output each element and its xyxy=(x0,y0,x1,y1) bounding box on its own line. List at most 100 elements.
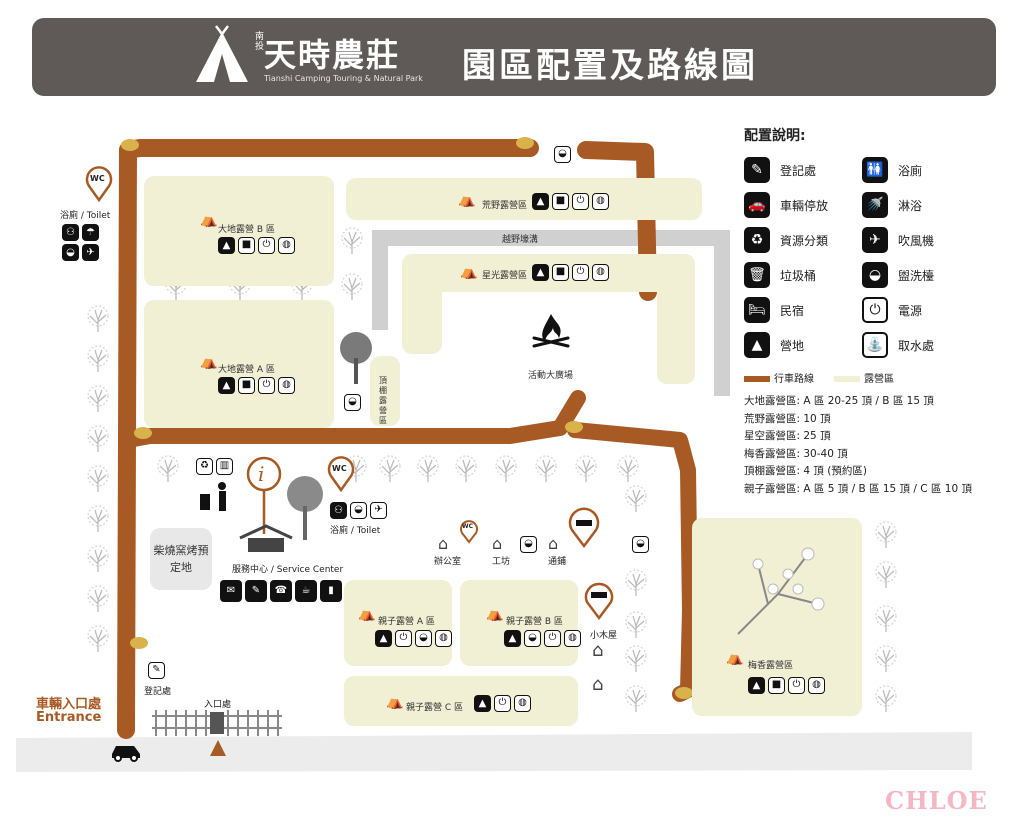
register-icon: ✎ xyxy=(148,662,165,679)
cabin-house-icon: ⌂ xyxy=(592,640,604,661)
camp-swatch xyxy=(834,376,860,382)
zone-huangye xyxy=(346,178,702,220)
logo-region: 南投 xyxy=(255,32,265,52)
restroom-icon: 🚻 xyxy=(862,157,888,183)
legend-item: ⏻電源 xyxy=(862,297,980,323)
power-icon: ⏻ xyxy=(572,193,589,210)
label-yueye: 越野壕溝 xyxy=(502,235,539,245)
entry-label: 入口處 xyxy=(204,700,232,710)
tent-icon: ▲ xyxy=(748,677,765,694)
capacity-line: 荒野露營區: 10 頂 xyxy=(744,412,831,425)
zone-dingpeng xyxy=(370,356,400,426)
power-icon: ⏻ xyxy=(572,264,589,281)
restroom-icon: ⚇ xyxy=(330,502,347,519)
road-right-top xyxy=(577,141,657,301)
cabin-label: 小木屋 xyxy=(590,631,618,641)
power-icon: ⏻ xyxy=(258,237,275,254)
label-qinzi-b: 親子露營 B 區 xyxy=(506,617,563,627)
tent-mark-dadi-b: ⛺ xyxy=(200,212,218,228)
store-label: 通鋪 xyxy=(548,557,567,567)
label-dadi-b: 大地露營 B 區 xyxy=(218,225,275,235)
water-icon: ◍ xyxy=(514,695,531,712)
info-icon: i xyxy=(258,462,265,486)
water-icon: ◍ xyxy=(278,377,295,394)
tree xyxy=(625,685,647,712)
gate-fence xyxy=(152,710,282,736)
legend-item-label: 吹風機 xyxy=(898,233,935,248)
power-icon: ⏻ xyxy=(258,377,275,394)
water-icon: ◍ xyxy=(564,630,581,647)
label-dingpeng: 頂棚露營區 xyxy=(379,376,387,425)
legend-item-label: 電源 xyxy=(898,303,923,318)
tent-icon: ▲ xyxy=(744,332,770,358)
tree-dark-icon xyxy=(340,332,372,384)
tree xyxy=(575,455,597,482)
tree xyxy=(535,455,557,482)
tree xyxy=(875,605,897,632)
legend-item: ✎登記處 xyxy=(744,157,862,183)
legend-item-label: 民宿 xyxy=(780,303,805,318)
legend-grid: ✎登記處🚻浴廁🚗車輛停放🚿淋浴♻資源分類✈吹風機🗑垃圾桶◒盥洗檯🛏民宿⏻電源▲營… xyxy=(744,157,1004,358)
legend-item-label: 取水處 xyxy=(898,338,935,353)
bed-icon: 🛏 xyxy=(744,297,770,323)
bed-pin-cabin xyxy=(584,582,614,620)
icons-recycle-trash: ♻▥ xyxy=(196,458,233,475)
tent-icon: ▲ xyxy=(375,630,392,647)
tree xyxy=(379,455,401,482)
tree xyxy=(341,227,363,254)
capacity-line: 頂棚露營區: 4 頂 (預約區) xyxy=(744,465,867,477)
phone-icon: ☎ xyxy=(270,580,292,602)
toilet-left-label: 浴廁 / Toilet xyxy=(60,211,111,221)
power-icon: ⏻ xyxy=(395,630,412,647)
legend-item: ◒盥洗檯 xyxy=(862,262,980,288)
label-qinzi-c: 親子露營 C 區 xyxy=(406,703,464,713)
hairdryer-icon: ✈ xyxy=(862,227,888,253)
sink-icon: ◒ xyxy=(862,262,888,288)
tent-mark-huangye: ⛺ xyxy=(458,192,476,208)
zone-dadi-b xyxy=(144,176,334,286)
icons-qinzi-c: ▲⏻◍ xyxy=(474,695,531,712)
sink-icon: ◒ xyxy=(62,244,79,261)
legend-item: 🚿淋浴 xyxy=(862,192,980,218)
entry-arrow-icon xyxy=(210,740,226,756)
legend-item-label: 浴廁 xyxy=(898,163,923,178)
legend-item-label: 登記處 xyxy=(780,163,817,178)
tree-large-icon xyxy=(287,476,323,540)
road-swatch xyxy=(744,376,770,382)
sink-icon: ◒ xyxy=(520,536,537,553)
tree xyxy=(625,569,647,596)
logo-english: Tianshi Camping Touring & Natural Park xyxy=(264,74,423,83)
sink-icon: ◒ xyxy=(554,146,571,163)
car-icon: 🚗 xyxy=(744,192,770,218)
register-label: 登記處 xyxy=(144,687,172,697)
workshop-house-icon: ⌂ xyxy=(492,534,503,553)
legend-item-label: 營地 xyxy=(780,338,805,353)
legend-item: 🛏 民宿 xyxy=(744,297,862,323)
tree xyxy=(87,465,109,492)
capacity-line: 親子露營區: A 區 5 頂 / B 區 15 頂 / C 區 10 頂 xyxy=(744,482,972,495)
wc-pin-center xyxy=(327,456,355,492)
tent-mark-qinzi-b: ⛺ xyxy=(486,606,504,622)
tree xyxy=(87,505,109,532)
logo-tent-icon xyxy=(196,25,248,82)
ground-strip xyxy=(16,732,972,772)
capacity-line: 大地露營區: A 區 20-25 頂 / B 區 15 頂 xyxy=(744,395,934,407)
store-house-icon: ⌂ xyxy=(548,534,559,553)
sink-icon: ◒ xyxy=(524,630,541,647)
water-icon: ◍ xyxy=(592,264,609,281)
label-qinzi-a: 親子露營 A 區 xyxy=(378,617,435,627)
tent-mark-qinzi-a: ⛺ xyxy=(358,606,376,622)
tree xyxy=(87,625,109,652)
coffee-icon: ☕ xyxy=(295,580,317,602)
zone-qinzi-b xyxy=(460,580,578,666)
legend-camp: 露營區 xyxy=(834,370,894,385)
entrance-label-zh: 車輛入口處 xyxy=(36,697,102,712)
tent-mark-meixiang: ⛺ xyxy=(726,650,744,666)
tree xyxy=(875,521,897,548)
tent-icon: ▲ xyxy=(532,264,549,281)
water-icon: ◍ xyxy=(278,237,295,254)
label-huangye: 荒野露營區 xyxy=(482,201,528,211)
tree xyxy=(157,455,179,482)
tree xyxy=(625,611,647,638)
